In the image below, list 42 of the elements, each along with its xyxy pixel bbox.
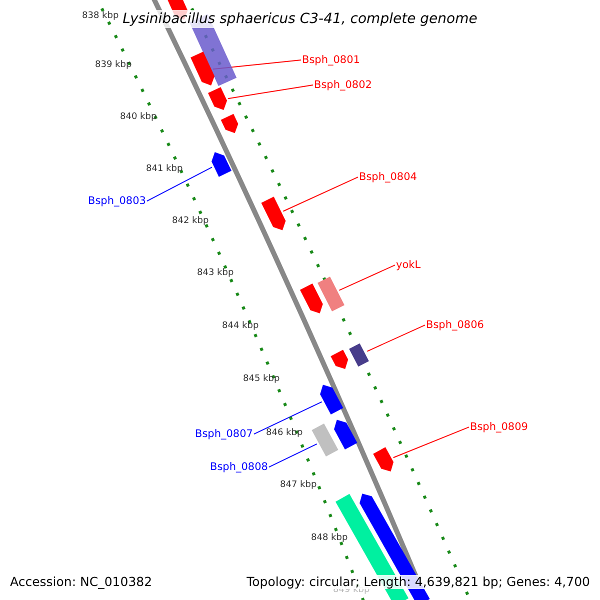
position-label: 840 kbp — [120, 112, 157, 122]
position-label: 848 kbp — [311, 533, 348, 544]
gene-block — [373, 447, 394, 472]
gene-label: Bsph_0809 — [470, 421, 528, 434]
gene-block — [212, 152, 232, 177]
position-label: 843 kbp — [197, 268, 234, 278]
gene-block — [208, 87, 228, 110]
gene-label: Bsph_0806 — [426, 319, 484, 332]
gene-label: yokL — [396, 259, 421, 272]
gene-label: Bsph_0802 — [314, 79, 372, 92]
leader-line — [366, 324, 426, 352]
position-label: 845 kbp — [243, 374, 280, 384]
gene-label: Bsph_0801 — [302, 54, 360, 66]
leader-line — [146, 166, 213, 202]
gene-block — [320, 384, 344, 415]
footer-text: Accession: NC_010382 — [10, 575, 152, 590]
position-label: 847 kbp — [280, 480, 317, 490]
gene-block — [349, 343, 369, 367]
gene-block — [334, 420, 358, 450]
position-label: 846 kbp — [266, 428, 303, 438]
gene-label: Bsph_0803 — [88, 195, 146, 208]
gene-block — [300, 283, 323, 314]
leader-line — [268, 443, 318, 468]
position-label: 842 kbp — [172, 216, 209, 226]
leader-line — [227, 84, 314, 100]
position-label: 844 kbp — [222, 321, 259, 332]
leader-line — [338, 264, 396, 291]
leader-line — [392, 426, 470, 458]
gene-block — [190, 52, 215, 86]
gene-label: Bsph_0804 — [359, 171, 417, 184]
gene-block — [318, 276, 344, 312]
position-label: 838 kbp — [82, 11, 119, 22]
gene-block — [261, 196, 286, 230]
gene-label: Bsph_0808 — [210, 461, 268, 474]
position-label: 841 kbp — [146, 164, 183, 174]
gene-block — [312, 423, 338, 457]
leader-line — [253, 401, 322, 435]
gene-label: Bsph_0807 — [195, 428, 253, 440]
gene-block — [220, 114, 238, 134]
gene-block — [330, 350, 348, 369]
leader-line — [282, 176, 358, 212]
position-label: 839 kbp — [95, 60, 132, 70]
